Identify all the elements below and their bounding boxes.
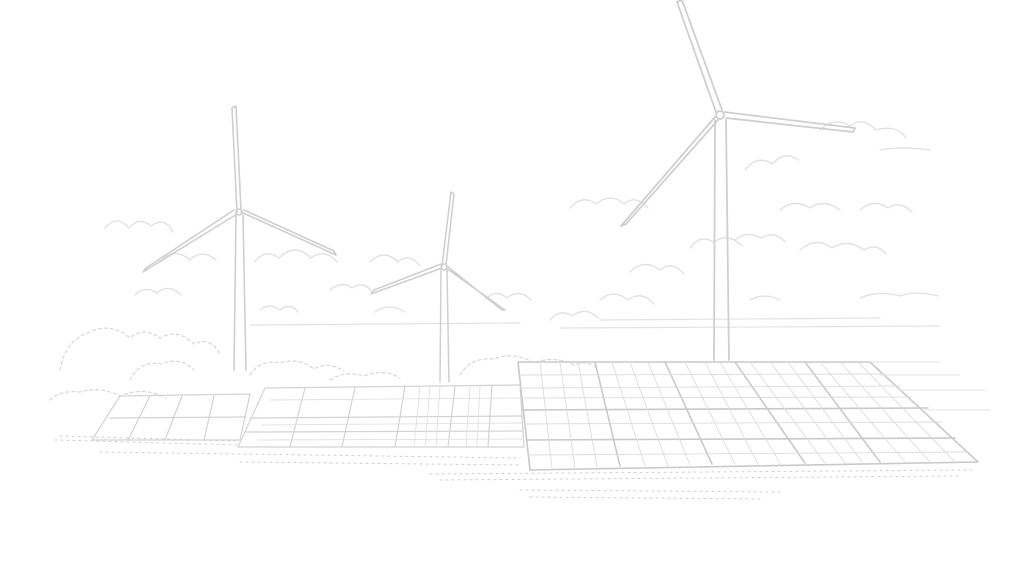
panel-side-lines xyxy=(869,361,991,411)
grass xyxy=(54,435,976,500)
wind-turbine-left xyxy=(142,105,337,371)
clouds xyxy=(104,121,939,321)
solar-panels-left-grid xyxy=(257,385,524,448)
bushes xyxy=(49,327,599,401)
solar-panels-right xyxy=(517,361,979,471)
solar-panels-right-grid xyxy=(519,361,969,469)
solar-panels-left xyxy=(91,384,525,448)
horizon-lines xyxy=(249,317,941,329)
wind-turbine-right xyxy=(620,0,856,361)
wind-turbine-middle xyxy=(370,191,506,383)
